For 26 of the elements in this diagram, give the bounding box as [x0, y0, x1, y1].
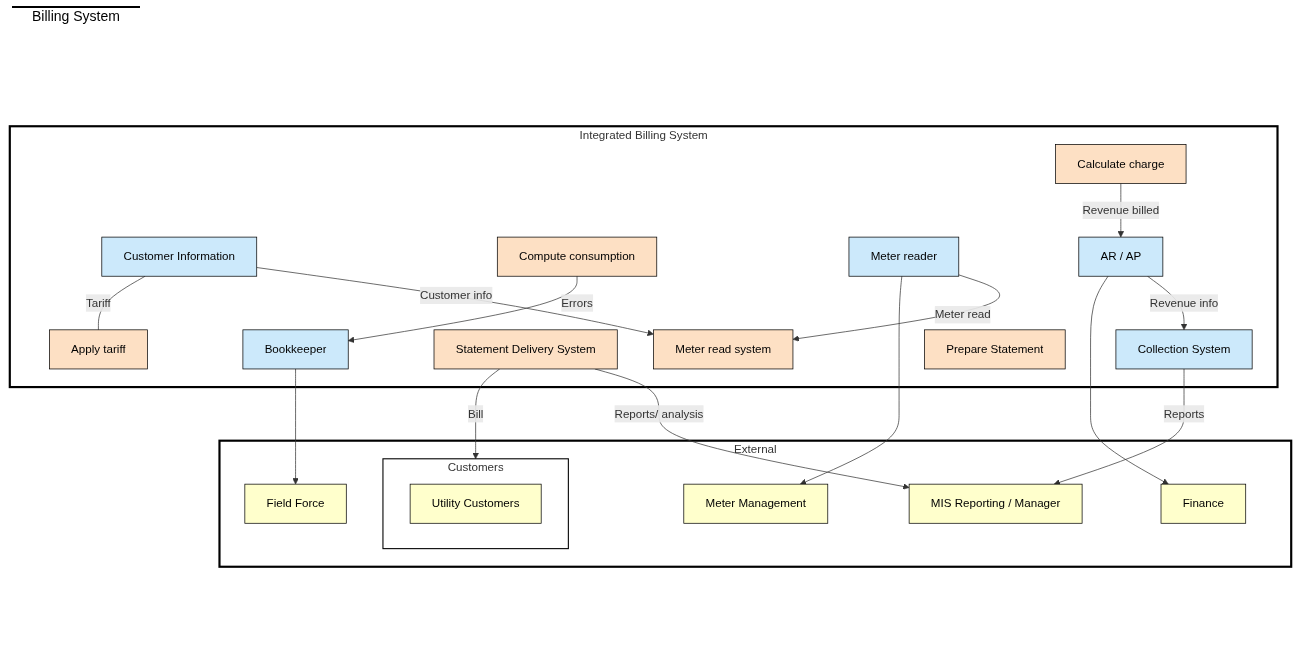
node-box: Meter Management	[683, 483, 829, 524]
node-box: Apply tariff	[49, 329, 148, 370]
node-box: Prepare Statement	[924, 329, 1066, 370]
edge-label: Revenue info	[1149, 296, 1219, 309]
node-box: AR / AP	[1078, 236, 1164, 277]
node-box: Calculate charge	[1055, 144, 1187, 184]
node-box: Meter reader	[848, 236, 960, 277]
edge-label: Meter read	[934, 308, 991, 321]
edge-label: Revenue billed	[1082, 203, 1160, 217]
billing-system-arrow-label: Billing System	[12, 6, 140, 24]
node-box: Field Force	[244, 483, 347, 524]
edge-label: Customer info	[420, 288, 493, 302]
edge-label: Reports/ analysis	[614, 407, 704, 420]
node-box: MIS Reporting / Manager	[908, 483, 1083, 524]
node-box: Utility Customers	[409, 483, 542, 524]
edge-label: Tariff	[85, 296, 111, 309]
node-box: Customer Information	[101, 236, 258, 277]
edge-label: Bill	[467, 407, 484, 420]
node-box: Compute consumption	[496, 236, 658, 277]
edge-label: Errors	[561, 296, 593, 309]
node-box: Bookkeeper	[242, 329, 349, 370]
node-box: Meter read system	[653, 329, 794, 370]
edge-label: Reports	[1163, 407, 1205, 420]
node-box: Statement Delivery System	[433, 329, 618, 370]
node-box: Collection System	[1115, 329, 1253, 370]
node-box: Finance	[1160, 483, 1247, 524]
